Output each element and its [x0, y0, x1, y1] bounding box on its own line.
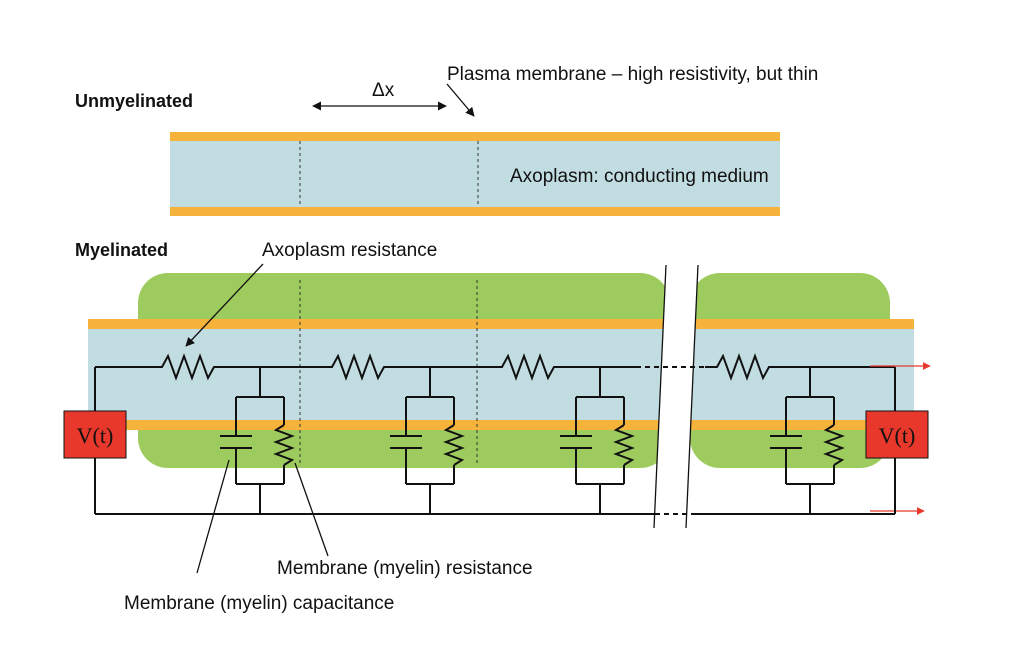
- axial-resistor-1: [150, 353, 228, 381]
- membrane-resistor: [273, 424, 295, 466]
- plasma-membrane-pointer: [446, 83, 475, 117]
- membrane-resistance-label: Membrane (myelin) resistance: [277, 558, 533, 579]
- axoplasm-resistance-label: Axoplasm resistance: [262, 240, 437, 261]
- plasma-membrane-label: Plasma membrane – high resistivity, but …: [447, 64, 818, 85]
- membrane-capacitance-pointer: [196, 459, 230, 574]
- unmyelinated-axoplasm: [170, 140, 780, 207]
- ground-rail: [95, 507, 925, 515]
- myelinated-axoplasm: [88, 329, 914, 420]
- voltage-source-left: V(t): [63, 410, 127, 459]
- axoplasm-resistance-pointer: [185, 263, 264, 347]
- unmyelinated-membrane-bottom: [170, 207, 780, 216]
- membrane-capacitance-label: Membrane (myelin) capacitance: [124, 593, 394, 614]
- delta-x-label: Δx: [372, 80, 395, 101]
- voltage-source-right: V(t): [865, 410, 929, 459]
- unmyelinated-label: Unmyelinated: [75, 91, 193, 111]
- membrane-rc-unit-1: [220, 367, 295, 514]
- axial-resistor-3: [490, 353, 568, 381]
- break-line-left: [653, 264, 667, 529]
- myelinated-membrane-top: [88, 319, 914, 329]
- equivalent-circuit: V(t) V(t): [63, 353, 931, 515]
- voltage-source-right-label: V(t): [879, 423, 916, 448]
- membrane-resistance-pointer: [294, 462, 329, 557]
- axial-resistor-2: [320, 353, 398, 381]
- voltage-source-left-label: V(t): [77, 423, 114, 448]
- axoplasm-rail: [95, 353, 931, 381]
- unmyelinated-axon: [170, 132, 780, 216]
- myelinated-axon: [88, 262, 914, 530]
- myelinated-membrane-bottom: [88, 420, 914, 430]
- unmyelinated-membrane-top: [170, 132, 780, 141]
- axoplasm-medium-label: Axoplasm: conducting medium: [510, 166, 769, 187]
- myelinated-label: Myelinated: [75, 240, 168, 260]
- axial-resistor-4: [705, 353, 783, 381]
- break-line-right: [685, 264, 699, 529]
- cable-break-gap: [654, 262, 698, 530]
